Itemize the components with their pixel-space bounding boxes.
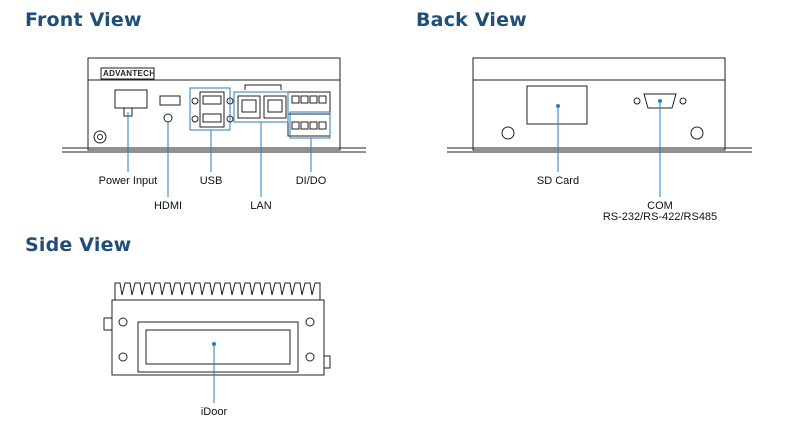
power-input-label: Power Input [98,175,158,187]
side-view-drawing [103,282,331,376]
back-view-drawing [447,57,752,153]
side-view-title: Side View [25,234,132,256]
com-label: COM [647,200,673,212]
back-view-title: Back View [416,9,527,31]
back-callouts [556,99,662,197]
front-view-drawing [62,57,366,153]
idoor-label: iDoor [200,406,228,418]
side-callouts [212,342,216,403]
front-view-title: Front View [25,9,142,31]
sd-card-label: SD Card [536,175,580,187]
brand-logo-box [100,67,155,80]
brand-logo: ADVANTECH [103,69,156,78]
com-standards-label: RS-232/RS-422/RS485 [602,211,718,223]
dido-label: DI/DO [295,175,327,187]
lan-label: LAN [250,200,272,212]
front-callouts [127,87,331,197]
usb-label: USB [199,175,223,187]
hdmi-label: HDMI [153,200,183,212]
